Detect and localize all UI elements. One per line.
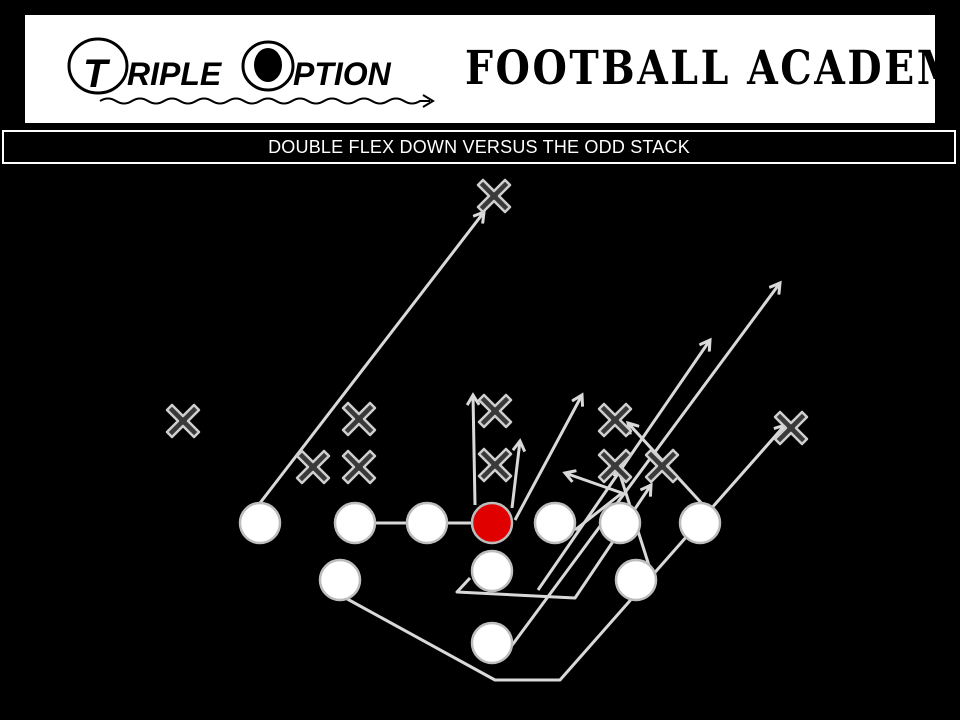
play-name-bar: DOUBLE FLEX DOWN VERSUS THE ODD STACK [2,130,956,164]
header-banner: T RIPLE PTION FOOTBALL ACADEMY [25,15,960,123]
defender-de-right [644,448,680,484]
academy-title: FOOTBALL ACADEMY [465,41,960,96]
route-center-climb [510,441,520,509]
offense-split-end-right [678,501,722,545]
route-right-guard [513,395,582,521]
defender-nose [477,447,513,483]
offense-fullback [470,621,514,665]
route-slot-seam [536,340,710,591]
defender-de-left [295,449,331,485]
defender-tackle-left [341,449,377,485]
offense-split-end-left [238,501,282,545]
defender-free-safety [476,178,512,214]
offense-center [470,501,514,545]
offense-slotback-left [318,558,362,602]
offense-quarterback [470,549,514,593]
defender-corner-right [773,410,809,446]
offense-guard-left [405,501,449,545]
route-left-back [339,425,785,682]
offense-tackle-left [333,501,377,545]
route-fullback-seam [508,283,780,649]
svg-text:PTION: PTION [293,56,392,92]
defender-mlb [477,393,513,429]
offense-guard-right [533,501,577,545]
logo-script: T RIPLE PTION [67,37,435,108]
defender-olb-left [341,401,377,437]
svg-text:T: T [83,52,111,96]
route-tackle [565,473,624,532]
offense-slotback-right [614,558,658,602]
offense-tackle-right [598,501,642,545]
play-name: DOUBLE FLEX DOWN VERSUS THE ODD STACK [268,137,690,157]
svg-text:RIPLE: RIPLE [127,56,223,92]
defender-olb-right [597,402,633,438]
defender-corner-left [165,403,201,439]
route-left-center-arc [473,395,475,506]
